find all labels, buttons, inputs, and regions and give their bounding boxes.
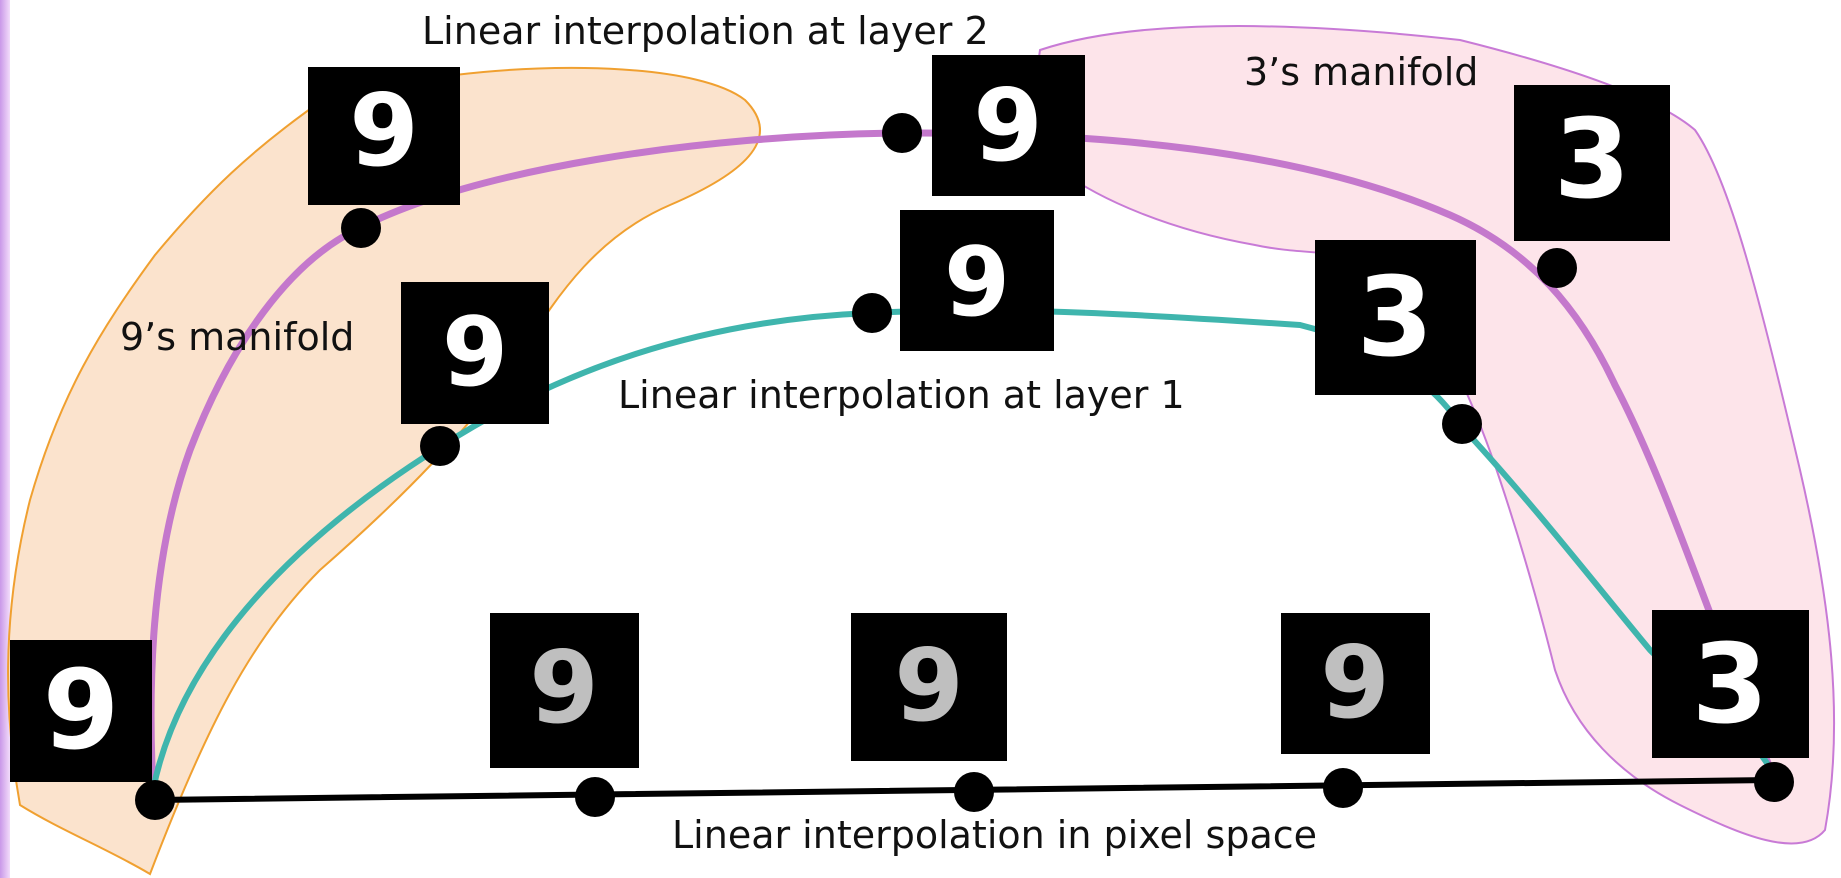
pixel-point-2 — [954, 772, 994, 812]
layer2-thumbnail-3: 3 — [1514, 85, 1670, 241]
layer1-thumbnail-2-digit: 9 — [944, 228, 1010, 338]
layer1-point-3 — [1442, 404, 1482, 444]
pixel-point-3 — [1323, 768, 1363, 808]
manifold-9-region — [7, 66, 761, 876]
left-accent-stripe — [0, 0, 10, 878]
layer1-thumbnail-1: 9 — [401, 282, 549, 424]
layer1-thumbnail-2: 9 — [900, 210, 1054, 351]
layer2-thumbnail-1: 9 — [308, 67, 460, 205]
layer2-point-3 — [1537, 248, 1577, 288]
pixel-thumbnail-1-digit: 9 — [529, 629, 599, 746]
layer2-point-1 — [341, 208, 381, 248]
pixel-point-1 — [575, 777, 615, 817]
layer1-thumbnail-3-digit: 3 — [1357, 253, 1434, 381]
manifold-9-label: 9’s manifold — [120, 315, 354, 359]
layer1-interpolation-path — [150, 307, 1776, 793]
layer1-thumbnail-3: 3 — [1315, 240, 1476, 395]
layer1-point-1 — [420, 426, 460, 466]
start-thumbnail-digit: 9 — [43, 646, 120, 774]
pixel-thumbnail-2: 9 — [851, 613, 1007, 761]
end-thumbnail-digit: 3 — [1692, 620, 1769, 748]
pixel-thumbnail-2-digit: 9 — [894, 627, 964, 744]
layer1-point-2 — [852, 293, 892, 333]
start-thumbnail: 9 — [10, 640, 152, 782]
layer2-label: Linear interpolation at layer 2 — [422, 9, 989, 53]
pixel-space-label: Linear interpolation in pixel space — [672, 813, 1317, 857]
pixel-thumbnail-3-digit: 9 — [1320, 624, 1390, 741]
end-thumbnail: 3 — [1652, 610, 1809, 758]
layer2-thumbnail-1-digit: 9 — [349, 72, 419, 189]
layer1-thumbnail-1-digit: 9 — [442, 298, 508, 408]
layer2-point-2 — [882, 113, 922, 153]
pixel-thumbnail-3: 9 — [1281, 613, 1430, 754]
layer2-thumbnail-3-digit: 3 — [1554, 95, 1631, 223]
manifold-3-label: 3’s manifold — [1244, 50, 1478, 94]
start-point — [135, 780, 175, 820]
layer1-label: Linear interpolation at layer 1 — [618, 373, 1185, 417]
layer2-thumbnail-2: 9 — [932, 55, 1085, 196]
pixel-thumbnail-1: 9 — [490, 613, 639, 768]
end-point — [1754, 762, 1794, 802]
layer2-thumbnail-2-digit: 9 — [973, 67, 1043, 184]
